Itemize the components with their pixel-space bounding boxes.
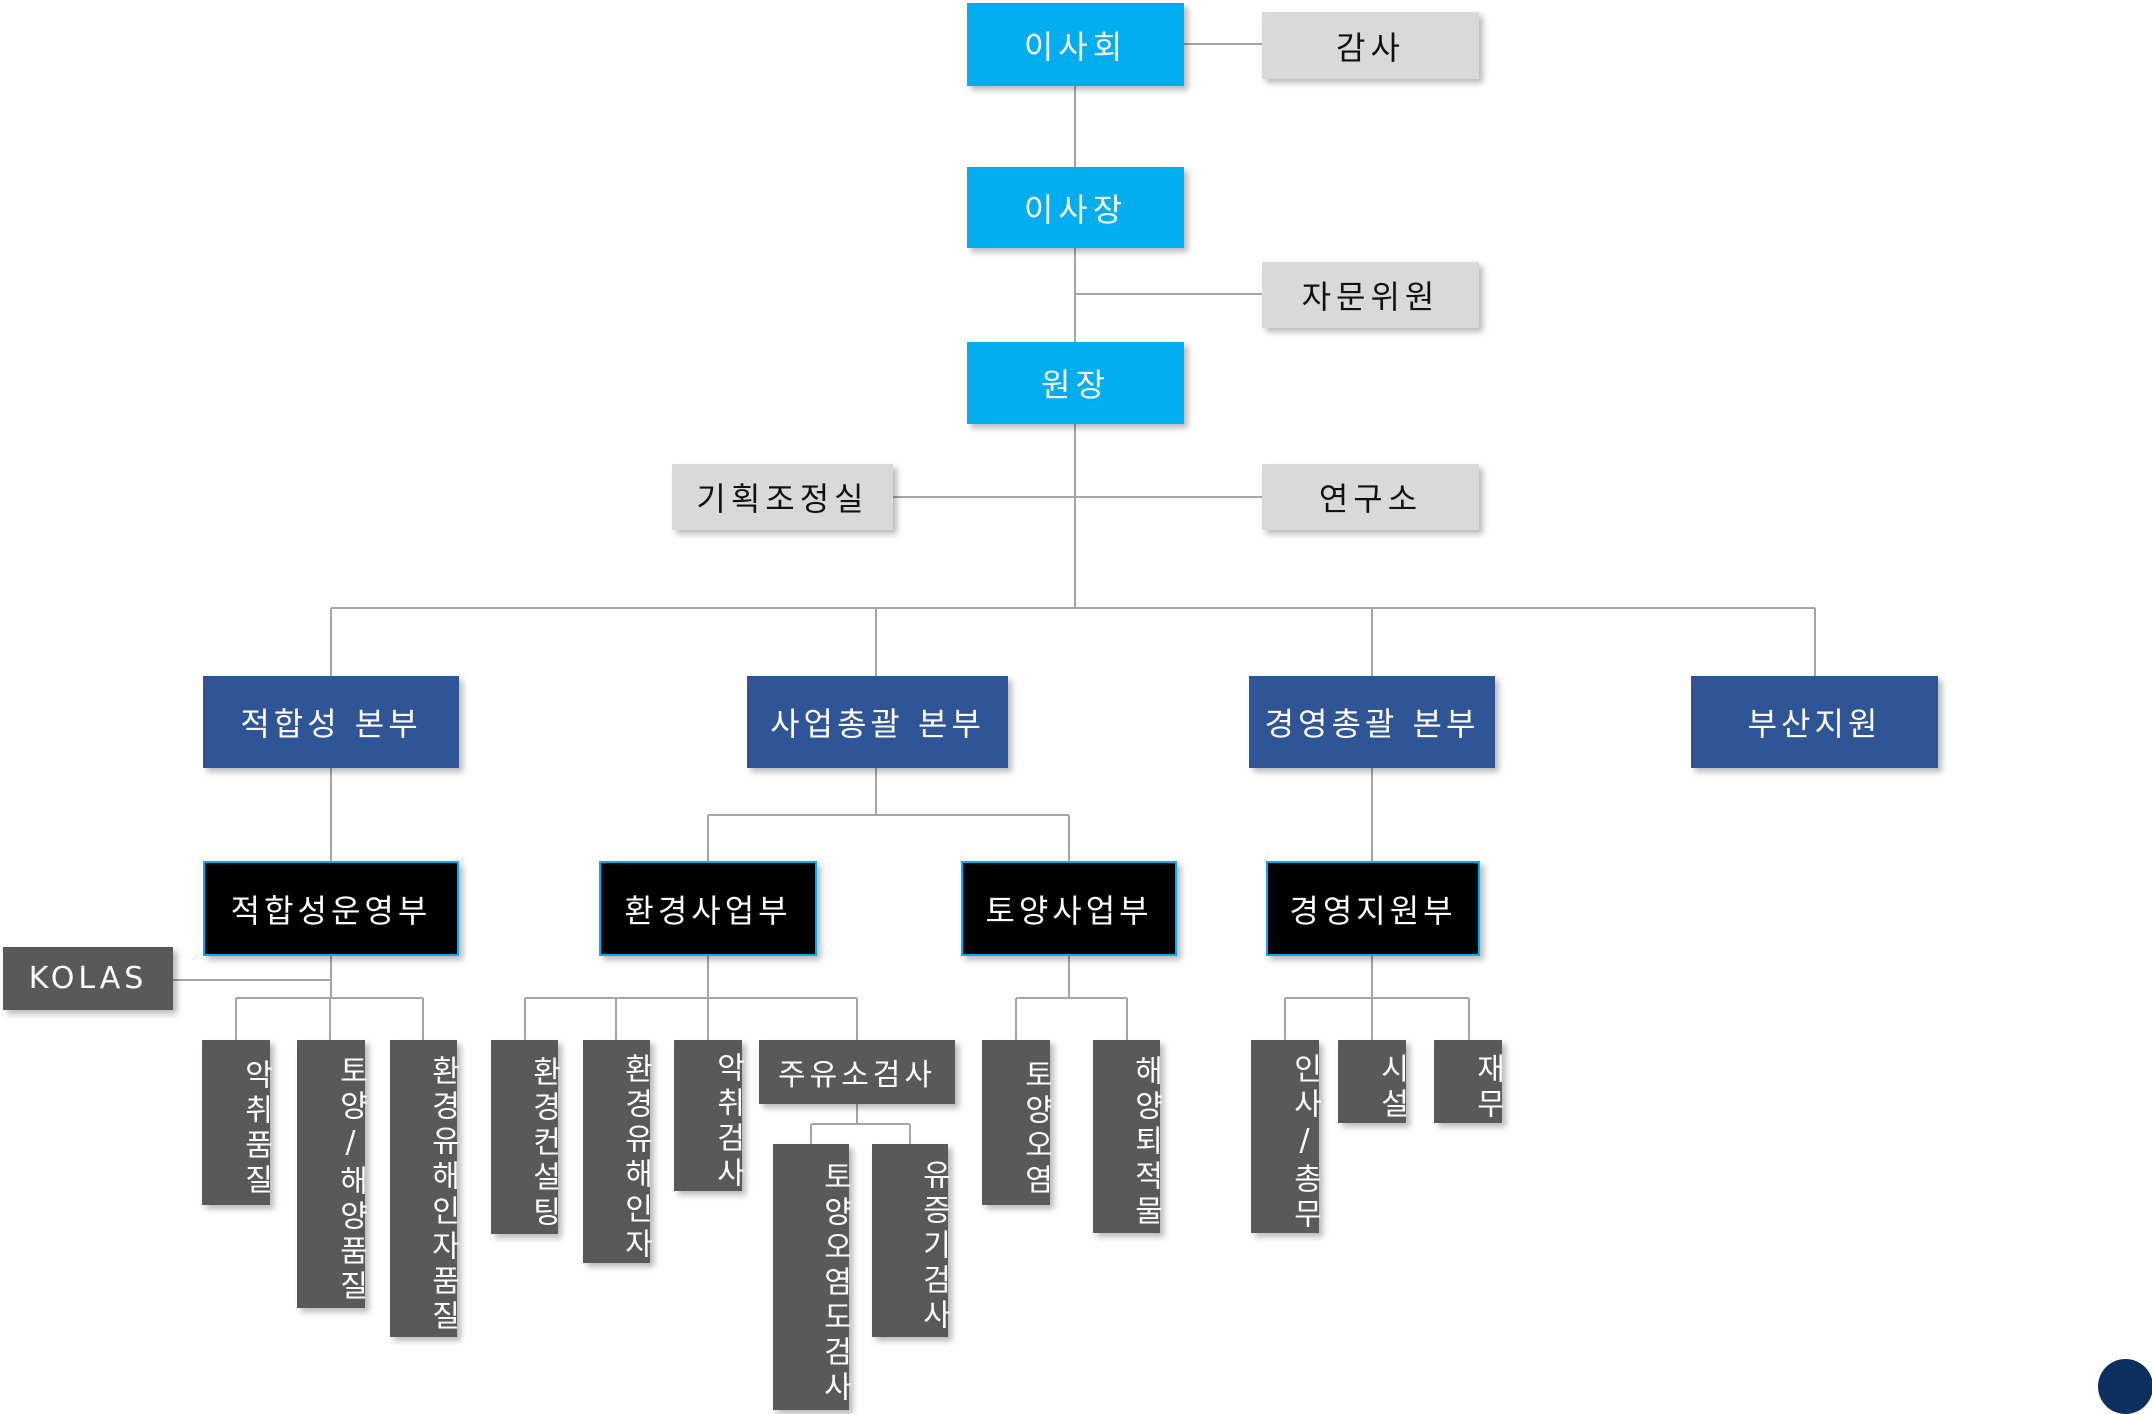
management-hq-box: 경영총괄 본부: [1249, 676, 1495, 768]
advisory-committee-box: 자문위원: [1262, 262, 1479, 328]
research-institute-box: 연구소: [1262, 464, 1479, 530]
odor-quality-box: 악취품질: [202, 1040, 273, 1205]
auditor-box: 감사: [1262, 12, 1479, 79]
president-box: 원장: [967, 342, 1184, 424]
finance-box: 재무: [1434, 1040, 1505, 1123]
facilities-box: 시설: [1338, 1040, 1409, 1123]
kolas-box: KOLAS: [3, 947, 173, 1010]
vapor-inspection-box: 유증기검사: [872, 1144, 951, 1337]
env-hazard-quality-box: 환경유해인자품질: [390, 1040, 460, 1337]
soil-marine-quality-box: 토양/해양품질: [297, 1040, 368, 1308]
env-hazard-box: 환경유해인자: [583, 1040, 653, 1263]
environment-biz-dept-box: 환경사업부: [599, 861, 817, 956]
soil-contamination-inspection-box: 토양오염도검사: [773, 1144, 852, 1410]
board-box: 이사회: [967, 3, 1184, 86]
soil-pollution-box: 토양오염: [982, 1040, 1053, 1205]
hr-admin-box: 인사/총무: [1251, 1040, 1322, 1233]
chairman-box: 이사장: [967, 167, 1184, 248]
soil-biz-dept-box: 토양사업부: [961, 861, 1177, 956]
business-hq-box: 사업총괄 본부: [747, 676, 1008, 768]
conformity-ops-dept-box: 적합성운영부: [203, 861, 459, 956]
planning-office-box: 기획조정실: [672, 464, 893, 530]
marine-sediment-box: 해양퇴적물: [1093, 1040, 1163, 1233]
busan-branch-box: 부산지원: [1691, 676, 1938, 768]
corner-dot: [2098, 1359, 2152, 1414]
gas-station-inspection-box: 주유소검사: [759, 1040, 955, 1104]
odor-inspection-box: 악취검사: [674, 1040, 745, 1192]
conformity-hq-box: 적합성 본부: [203, 676, 459, 768]
management-support-dept-box: 경영지원부: [1266, 861, 1480, 956]
env-consulting-box: 환경컨설팅: [491, 1040, 561, 1234]
